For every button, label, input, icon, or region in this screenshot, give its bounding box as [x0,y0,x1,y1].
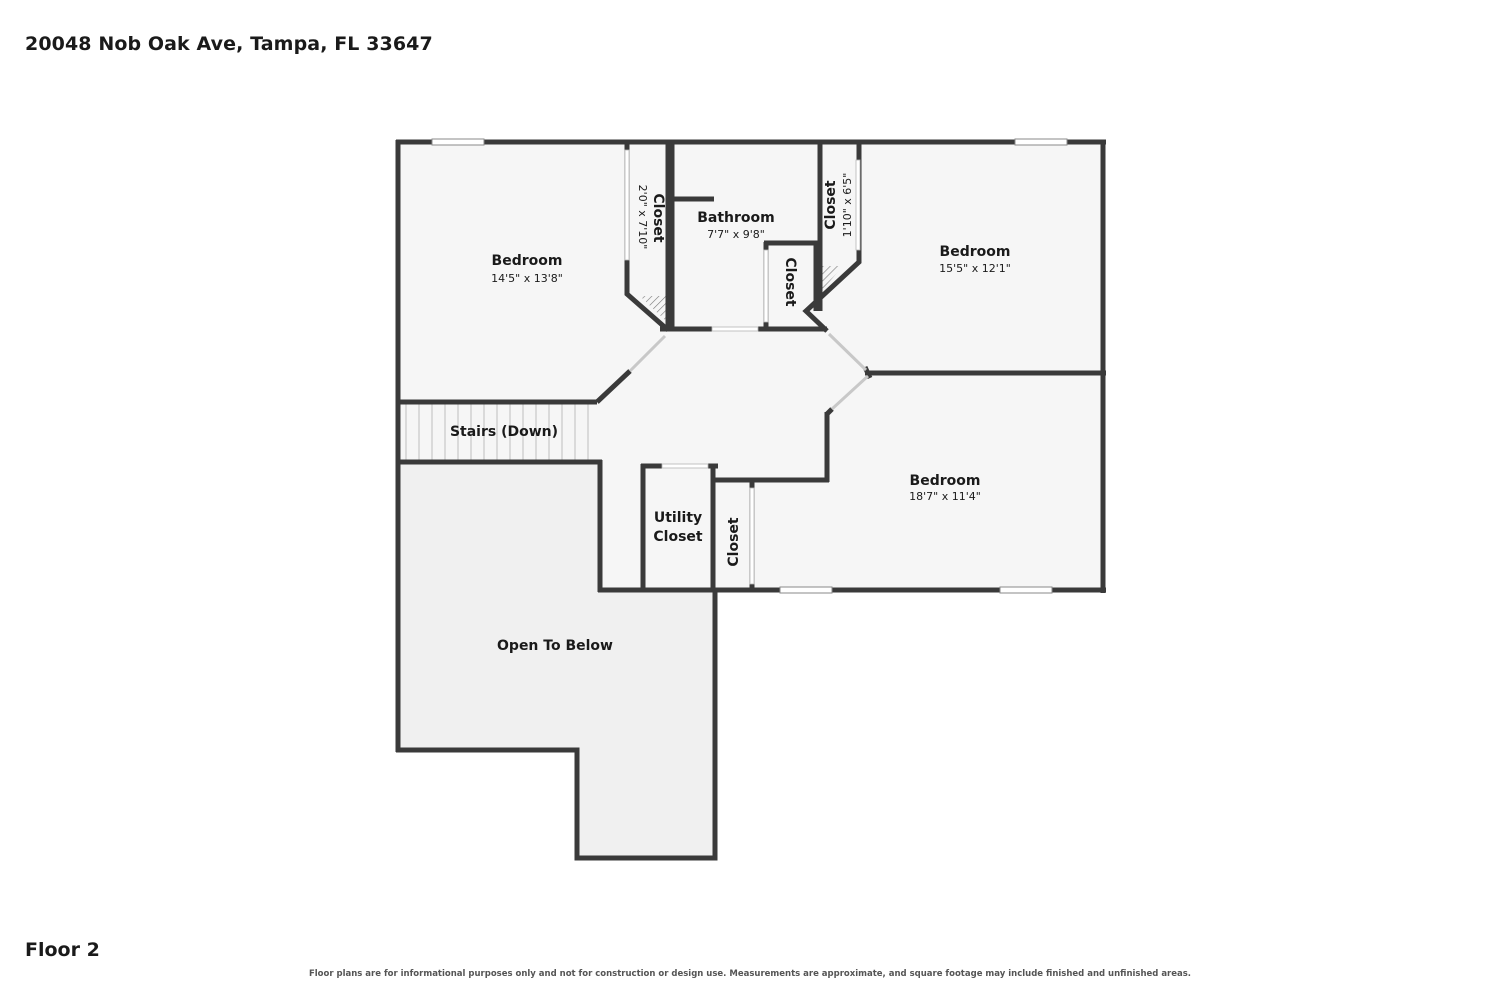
bedroom-3-label: Bedroom [910,473,981,489]
openings [431,138,1068,594]
stairs-label: Stairs (Down) [450,424,558,440]
open-to-below-label: Open To Below [497,638,613,654]
bedroom-2-label: Bedroom [940,244,1011,260]
property-address: 20048 Nob Oak Ave, Tampa, FL 33647 [25,33,433,55]
hatched-corner-left [640,296,668,323]
bathroom-label: Bathroom [697,210,775,226]
bedroom-1-dimensions: 14'5" x 13'8" [491,272,563,285]
utility-closet-label-line1: Utility [654,510,702,526]
open-to-below-area [398,462,715,858]
stairs-treads [405,404,589,460]
closet-1-label: Closet [650,193,666,243]
hatched-corner-right [822,266,843,290]
closet-3-dimensions: 1'10" x 6'5" [841,173,854,238]
closet-1-dimensions: 2'0" x 7'10" [636,185,649,250]
bedroom-3-dimensions: 18'7" x 11'4" [909,490,981,503]
bedroom-1-label: Bedroom [492,253,563,269]
disclaimer-text: Floor plans are for informational purpos… [308,969,1192,979]
utility-closet-label-line2: Closet [653,529,703,545]
closet-4-label: Closet [726,517,742,567]
bedroom-2-dimensions: 15'5" x 12'1" [939,262,1011,275]
closet-3-label: Closet [823,180,839,230]
upper-floor-area [398,142,1103,590]
floor-label: Floor 2 [25,939,100,961]
bathroom-dimensions: 7'7" x 9'8" [707,228,765,241]
closet-2-label: Closet [782,257,798,307]
